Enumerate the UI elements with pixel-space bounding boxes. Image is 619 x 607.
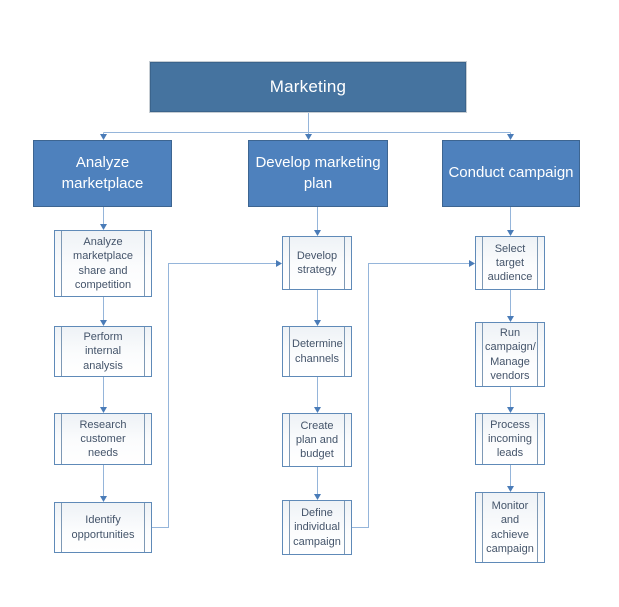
process-side-bar	[144, 327, 145, 376]
branch-label: Develop marketing plan	[255, 154, 381, 192]
step-label: Define individual campaign	[293, 507, 341, 548]
process-side-bar	[482, 237, 483, 289]
step-box-monitor-achieve-campaign[interactable]: Monitor and achieve campaign	[475, 492, 545, 563]
step-label: Develop strategy	[296, 249, 338, 276]
step-box-run-campaign-manage-vendors[interactable]: Run campaign/ Manage vendors	[475, 322, 545, 387]
step-label: Research customer needs	[79, 418, 127, 460]
step-box-analyze-share-competition[interactable]: Analyze marketplace share and competitio…	[54, 230, 152, 297]
step-box-create-plan-budget[interactable]: Create plan and budget	[282, 413, 352, 467]
step-label: Identify opportunities	[71, 514, 135, 541]
process-side-bar	[482, 323, 483, 386]
step-label: Process incoming leads	[487, 418, 533, 460]
process-side-bar	[61, 327, 62, 376]
process-side-bar	[61, 231, 62, 296]
process-side-bar	[144, 503, 145, 552]
branch-box-analyze-marketplace[interactable]: Analyze marketplace	[33, 140, 172, 207]
process-side-bar	[344, 327, 345, 376]
process-side-bar	[537, 414, 538, 464]
process-side-bar	[482, 414, 483, 464]
process-side-bar	[344, 237, 345, 289]
step-label: Select target audience	[487, 242, 533, 284]
step-label: Run campaign/ Manage vendors	[485, 326, 536, 382]
process-side-bar	[344, 501, 345, 554]
branch-label: Conduct campaign	[448, 164, 574, 182]
branch-label: Analyze marketplace	[61, 154, 144, 192]
process-side-bar	[537, 323, 538, 386]
step-label: Determine channels	[292, 338, 343, 365]
step-box-perform-internal-analysis[interactable]: Perform internal analysis	[54, 326, 152, 377]
step-label: Perform internal analysis	[83, 331, 123, 372]
process-side-bar	[61, 414, 62, 464]
process-side-bar	[61, 503, 62, 552]
branch-box-develop-marketing-plan[interactable]: Develop marketing plan	[248, 140, 388, 207]
step-box-determine-channels[interactable]: Determine channels	[282, 326, 352, 377]
step-label: Create plan and budget	[295, 419, 339, 461]
process-side-bar	[144, 414, 145, 464]
process-side-bar	[482, 493, 483, 562]
process-side-bar	[289, 327, 290, 376]
step-box-identify-opportunities[interactable]: Identify opportunities	[54, 502, 152, 553]
root-box-marketing[interactable]: Marketing	[150, 62, 466, 112]
step-box-research-customer-needs[interactable]: Research customer needs	[54, 413, 152, 465]
process-side-bar	[289, 414, 290, 466]
step-label: Analyze marketplace share and competitio…	[73, 235, 133, 291]
process-side-bar	[537, 237, 538, 289]
process-side-bar	[344, 414, 345, 466]
step-label: Monitor and achieve campaign	[486, 499, 534, 555]
process-side-bar	[537, 493, 538, 562]
branch-box-conduct-campaign[interactable]: Conduct campaign	[442, 140, 580, 207]
process-side-bar	[289, 237, 290, 289]
step-box-develop-strategy[interactable]: Develop strategy	[282, 236, 352, 290]
process-side-bar	[144, 231, 145, 296]
step-box-process-incoming-leads[interactable]: Process incoming leads	[475, 413, 545, 465]
step-box-select-target-audience[interactable]: Select target audience	[475, 236, 545, 290]
root-box-label: Marketing	[269, 77, 347, 96]
process-side-bar	[289, 501, 290, 554]
step-box-define-individual-campaign[interactable]: Define individual campaign	[282, 500, 352, 555]
